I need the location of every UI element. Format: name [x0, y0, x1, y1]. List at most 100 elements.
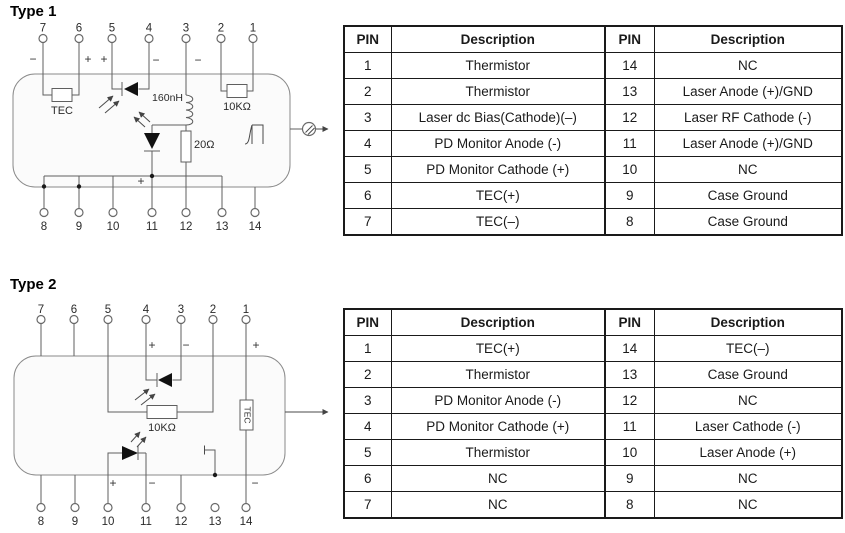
pin-number-cell: 14	[604, 335, 655, 362]
pin-number-cell: 5	[343, 439, 392, 466]
pin-description-cell: Laser Cathode (-)	[653, 413, 843, 440]
type2-diagram: 7 6 5 4 3 2 1	[13, 304, 329, 528]
pin-number: 5	[105, 304, 111, 316]
pin-number: 3	[183, 23, 189, 35]
description-column-header: Description	[390, 25, 606, 53]
pin-number: 9	[72, 516, 78, 528]
pin-number-cell: 7	[343, 208, 392, 236]
tec-element: TEC	[51, 88, 73, 117]
polarity-sign: +	[109, 476, 116, 490]
laser-diode-icon	[122, 431, 147, 460]
pin-number-cell: 5	[343, 156, 392, 183]
description-column-header: Description	[390, 308, 606, 336]
polarity-sign: −	[148, 476, 155, 490]
pin-number: 14	[249, 221, 262, 233]
type2-bottom-pin-numbers: 8 9 10 11 12 13 14	[38, 516, 253, 528]
pin-number: 7	[40, 23, 46, 35]
thermistor-label: 10KΩ	[223, 101, 251, 113]
pin-description-cell: TEC(–)	[653, 335, 843, 362]
polarity-sign: −	[152, 53, 159, 67]
pin-number-cell: 4	[343, 130, 392, 157]
pin-description-cell: Laser RF Cathode (-)	[653, 104, 843, 131]
pin-number: 7	[38, 304, 44, 316]
pin-number-cell: 8	[604, 208, 655, 236]
pin-number: 1	[243, 304, 249, 316]
pin-description-cell: Thermistor	[390, 361, 606, 388]
pin-column-header: PIN	[604, 308, 655, 336]
pin-number-cell: 10	[604, 439, 655, 466]
pin-number: 2	[210, 304, 216, 316]
type1-bottom-pin-pads	[39, 207, 260, 218]
description-column-header: Description	[653, 308, 843, 336]
pin-number-cell: 8	[604, 491, 655, 519]
pin-number-cell: 12	[604, 104, 655, 131]
pin-number: 11	[140, 516, 152, 528]
pin-description-cell: Thermistor	[390, 52, 606, 79]
type2-title: Type 2	[10, 276, 57, 293]
pin-number: 6	[71, 304, 77, 316]
pin-number-cell: 11	[604, 413, 655, 440]
pin-description-cell: Case Ground	[653, 182, 843, 209]
pin-number: 8	[38, 516, 44, 528]
pin-description-cell: PD Monitor Anode (-)	[390, 130, 606, 157]
pin-description-cell: Thermistor	[390, 78, 606, 105]
case-ground-icon	[204, 445, 218, 478]
pin-description-cell: PD Monitor Cathode (+)	[390, 156, 606, 183]
pin-number-cell: 2	[343, 78, 392, 105]
pin-description-cell: NC	[653, 52, 843, 79]
monitor-photodiode-icon	[98, 82, 138, 114]
inductor-label: 160nH	[152, 92, 183, 104]
laser-diode-icon	[133, 111, 160, 152]
pin-number-cell: 12	[604, 387, 655, 414]
pin-description-cell: Thermistor	[390, 439, 606, 466]
pin-number-cell: 9	[604, 465, 655, 492]
pin-number: 1	[250, 23, 256, 35]
pin-number: 13	[209, 516, 222, 528]
type1-bottom-pin-numbers: 8 9 10 11 12 13 14	[41, 221, 262, 233]
pin-number: 10	[107, 221, 120, 233]
pin-number: 2	[218, 23, 224, 35]
type1-title: Type 1	[10, 3, 57, 20]
polarity-sign: −	[29, 52, 36, 66]
polarity-sign: −	[182, 338, 189, 352]
pin-description-cell: PD Monitor Cathode (+)	[390, 413, 606, 440]
pin-description-cell: Laser dc Bias(Cathode)(–)	[390, 104, 606, 131]
pin-number: 5	[109, 23, 115, 35]
pin-number-cell: 11	[604, 130, 655, 157]
pin-number-cell: 3	[343, 387, 392, 414]
pin-description-cell: Case Ground	[653, 361, 843, 388]
pin-number: 12	[180, 221, 193, 233]
type2-top-pin-numbers: 7 6 5 4 3 2 1	[38, 304, 249, 316]
pin-description-cell: Laser Anode (+)	[653, 439, 843, 466]
thermistor-resistor-icon: 10KΩ	[146, 405, 178, 434]
pin-description-cell: PD Monitor Anode (-)	[390, 387, 606, 414]
pin-description-cell: NC	[653, 491, 843, 519]
pin-number: 13	[216, 221, 229, 233]
polarity-sign: +	[84, 52, 91, 66]
pin-number-cell: 13	[604, 361, 655, 388]
tec-element: TEC	[239, 399, 254, 431]
thermistor-resistor-icon: 10KΩ	[223, 84, 251, 113]
pin-description-cell: Laser Anode (+)/GND	[653, 130, 843, 157]
pin-column-header: PIN	[343, 308, 392, 336]
polarity-sign: +	[148, 338, 155, 352]
type1-polarity-signs: − + + − − +	[29, 52, 201, 188]
pin-number-cell: 13	[604, 78, 655, 105]
description-column-header: Description	[653, 25, 843, 53]
pin-description-cell: TEC(+)	[390, 335, 606, 362]
pin-number: 11	[146, 221, 158, 233]
pin-number-cell: 4	[343, 413, 392, 440]
junction-dots	[41, 173, 155, 189]
